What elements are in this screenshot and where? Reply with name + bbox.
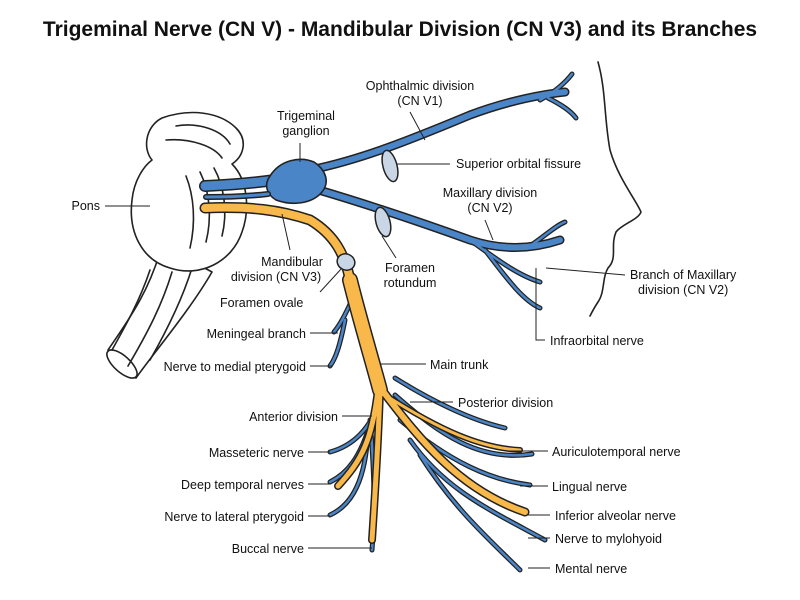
label-foramen-ovale: Foramen ovale [220, 296, 303, 310]
labels: Ophthalmic division (CN V1) Trigeminal g… [72, 79, 738, 576]
label-superior-orbital-fissure: Superior orbital fissure [456, 157, 581, 171]
label-masseteric: Masseteric nerve [209, 446, 304, 460]
label-ophthalmic-cn: (CN V1) [397, 94, 442, 108]
label-posterior-division: Posterior division [458, 396, 553, 410]
label-foramen-rotundum: Foramen [385, 261, 435, 275]
label-lateral-pterygoid: Nerve to lateral pterygoid [164, 510, 304, 524]
label-deep-temporal: Deep temporal nerves [181, 478, 304, 492]
label-anterior-division: Anterior division [249, 410, 338, 424]
label-mental: Mental nerve [555, 562, 627, 576]
label-pons: Pons [72, 199, 101, 213]
superior-orbital-fissure-ring [381, 149, 399, 183]
brainstem [106, 111, 248, 379]
label-ganglion-2: ganglion [282, 124, 329, 138]
label-mandibular: Mandibular [261, 255, 323, 269]
label-infraorbital: Infraorbital nerve [550, 334, 644, 348]
face-profile [589, 61, 642, 317]
leader-lines [105, 111, 626, 569]
label-lingual: Lingual nerve [552, 480, 627, 494]
foramen-rotundum-ring [374, 206, 392, 238]
label-buccal: Buccal nerve [232, 542, 304, 556]
label-ophthalmic: Ophthalmic division [366, 79, 474, 93]
label-ganglion: Trigeminal [277, 109, 335, 123]
label-mandibular-cn: division (CN V3) [231, 270, 321, 284]
label-main-trunk: Main trunk [430, 358, 489, 372]
foramen-ovale-ring [336, 253, 356, 271]
label-branch-maxillary: Branch of Maxillary [630, 268, 737, 282]
label-maxillary-cn: (CN V2) [467, 201, 512, 215]
label-maxillary: Maxillary division [443, 186, 538, 200]
page-title: Trigeminal Nerve (CN V) - Mandibular Div… [43, 18, 757, 41]
label-meningeal-branch: Meningeal branch [207, 327, 306, 341]
label-auriculotemporal: Auriculotemporal nerve [552, 445, 681, 459]
label-mylohyoid: Nerve to mylohyoid [555, 532, 662, 546]
label-medial-pterygoid: Nerve to medial pterygoid [164, 360, 306, 374]
label-foramen-rotundum-2: rotundum [384, 276, 437, 290]
medulla-stem [107, 244, 213, 379]
label-branch-maxillary-cn: division (CN V2) [638, 283, 728, 297]
pons-outline [130, 111, 248, 272]
trigeminal-ganglion [265, 158, 327, 205]
label-inferior-alveolar: Inferior alveolar nerve [555, 509, 676, 523]
blue-nerves [199, 71, 579, 311]
